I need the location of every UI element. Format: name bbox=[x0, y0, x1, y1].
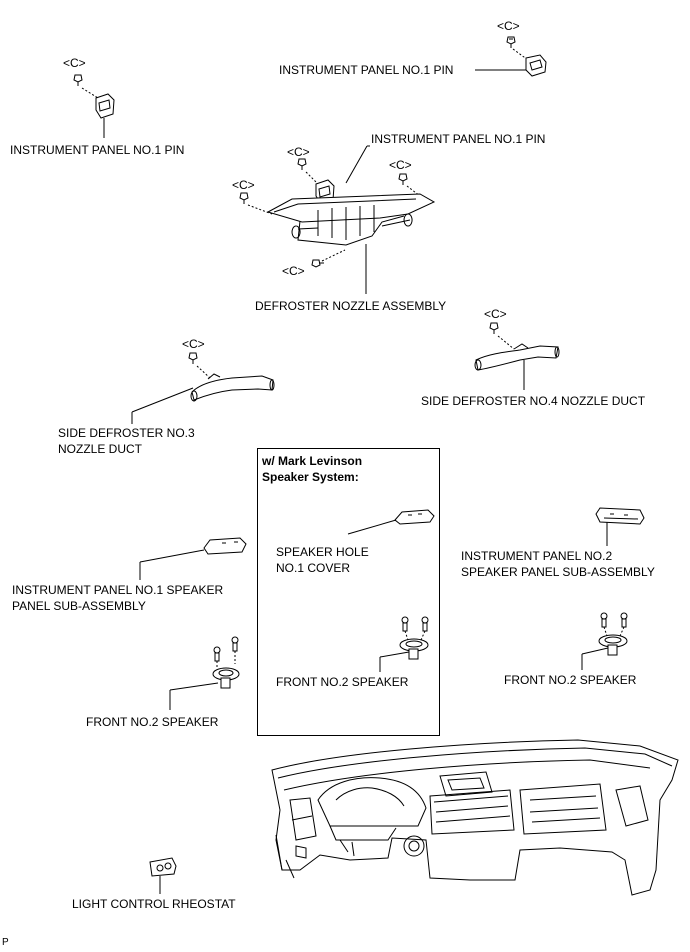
side-defroster-no4-label: SIDE DEFROSTER NO.4 NOZZLE DUCT bbox=[421, 394, 646, 408]
front-no2-speaker-label: FRONT NO.2 SPEAKER bbox=[504, 673, 637, 687]
ip-no1-speaker-panel bbox=[139, 537, 247, 580]
speaker-hole-cover bbox=[347, 509, 435, 535]
front-no2-speaker-label: FRONT NO.2 SPEAKER bbox=[276, 675, 409, 689]
instrument-panel bbox=[271, 739, 679, 896]
mark-levinson-heading: Speaker System: bbox=[262, 470, 359, 484]
mark-levinson-heading: w/ Mark Levinson bbox=[262, 454, 363, 468]
c-code-label: <C> bbox=[287, 145, 310, 159]
mark-levinson-box bbox=[257, 448, 440, 736]
ip-no1-speaker-panel-label: PANEL SUB-ASSEMBLY bbox=[12, 599, 146, 613]
ip-no1-speaker-panel-label: INSTRUMENT PANEL NO.1 SPEAKER bbox=[12, 583, 224, 597]
instrument-panel-no1-pin-label: INSTRUMENT PANEL NO.1 PIN bbox=[279, 63, 454, 77]
side-defroster-no4-duct bbox=[474, 322, 560, 390]
figure-code: P bbox=[2, 937, 9, 948]
defroster-nozzle-assembly bbox=[239, 145, 436, 294]
c-code-label: <C> bbox=[389, 158, 412, 172]
speaker-hole-cover-label: SPEAKER HOLE bbox=[276, 545, 369, 559]
defroster-nozzle-assembly-label: DEFROSTER NOZZLE ASSEMBLY bbox=[255, 299, 447, 313]
c-code-label: <C> bbox=[484, 307, 507, 321]
instrument-panel-no1-pin-label: INSTRUMENT PANEL NO.1 PIN bbox=[10, 143, 185, 157]
c-code-label: <C> bbox=[282, 264, 305, 278]
side-defroster-no3-label: NOZZLE DUCT bbox=[58, 442, 142, 456]
c-code-label: <C> bbox=[497, 19, 520, 33]
side-defroster-no3-duct bbox=[131, 352, 275, 424]
side-defroster-no3-label: SIDE DEFROSTER NO.3 bbox=[58, 426, 195, 440]
instrument-panel-no1-pin-label: INSTRUMENT PANEL NO.1 PIN bbox=[371, 132, 546, 146]
light-control-rheostat bbox=[149, 857, 177, 894]
clip-top-left bbox=[73, 74, 115, 138]
speaker-hole-cover-label: NO.1 COVER bbox=[276, 561, 351, 575]
light-control-rheostat-label: LIGHT CONTROL RHEOSTAT bbox=[72, 897, 236, 911]
ip-no2-speaker-panel-label: INSTRUMENT PANEL NO.2 bbox=[461, 549, 613, 563]
c-code-label: <C> bbox=[182, 337, 205, 351]
front-no2-speaker-left bbox=[169, 636, 240, 710]
front-no2-speaker-right bbox=[581, 612, 628, 670]
clip-top-right bbox=[475, 36, 547, 77]
ip-no2-speaker-panel-label: SPEAKER PANEL SUB-ASSEMBLY bbox=[461, 565, 655, 579]
ip-no2-speaker-panel bbox=[595, 507, 645, 546]
front-no2-speaker-label: FRONT NO.2 SPEAKER bbox=[86, 715, 219, 729]
c-code-label: <C> bbox=[232, 178, 255, 192]
c-code-label: <C> bbox=[63, 56, 86, 70]
front-no2-speaker-box bbox=[379, 616, 429, 672]
